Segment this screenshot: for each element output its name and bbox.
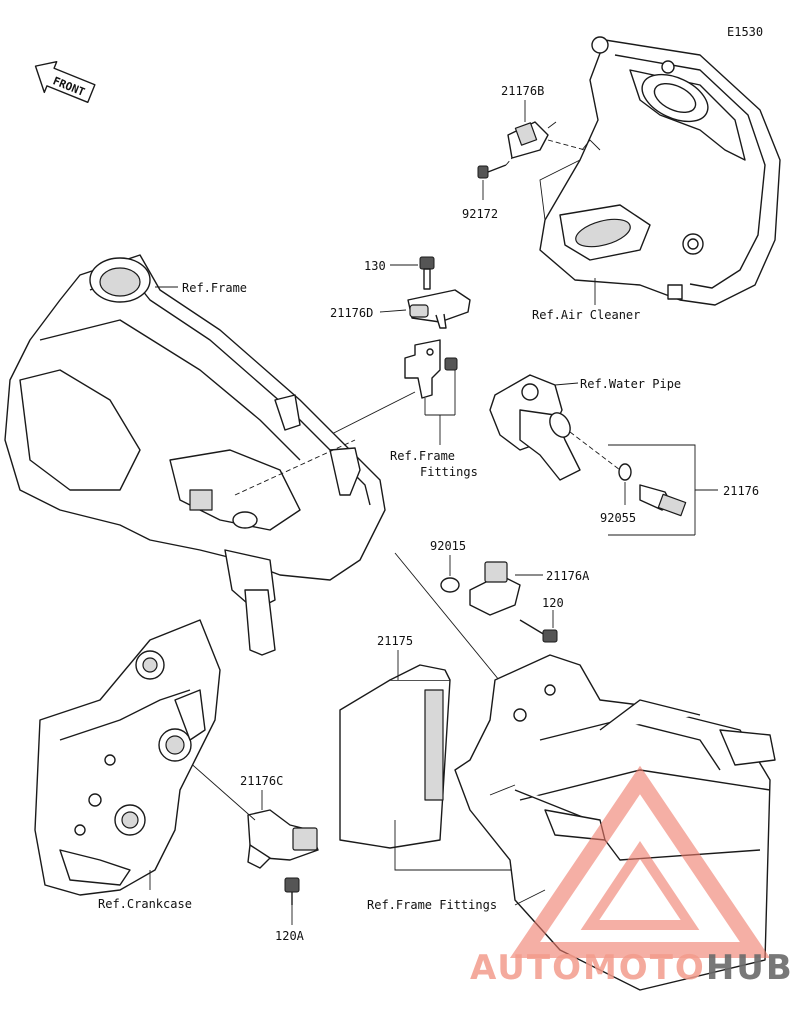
callout-21175: 21175 [377,634,413,648]
callout-ref-frame-fittings-bottom: Ref.Frame Fittings [367,898,497,912]
bolt-130: 130 [364,256,435,290]
sensor-21176A: 21176A [394,552,590,731]
water-pipe: Ref.Water Pipe [489,374,681,481]
ecu-21175: 21175 [339,634,521,871]
callout-21176C: 21176C [240,774,283,788]
o-ring-92055: 92055 [600,463,636,525]
watermark-part-1: AUTOMOTO [470,948,706,988]
callout-92015: 92015 [430,539,466,553]
bracket: Ref.Frame Fittings [309,339,478,479]
watermark-logo-icon [509,765,771,958]
sensor-21176B: 21176B [501,84,586,159]
sensor-21176: 21176 [608,444,759,536]
sensor-21176D: 21176D [330,289,471,329]
bolt-120A: 120A [275,877,305,943]
callout-92172: 92172 [462,207,498,221]
callout-120A: 120A [275,929,305,943]
callout-130: 130 [364,259,386,273]
callout-21176: 21176 [723,484,759,498]
bolt-120: 120 [519,596,564,643]
callout-120: 120 [542,596,564,610]
diagram-code: E1530 [727,25,763,39]
collar-92015: 92015 [430,539,466,593]
callout-ref-air-cleaner: Ref.Air Cleaner [532,308,640,322]
callout-ref-water-pipe: Ref.Water Pipe [580,377,681,391]
callout-ref-frame-fittings-2: Fittings [420,465,478,479]
callout-ref-frame: Ref.Frame [182,281,247,295]
callout-ref-frame-fittings-1: Ref.Frame [390,449,455,463]
callout-92055: 92055 [600,511,636,525]
watermark-part-2: HUB [705,948,794,988]
air-cleaner-housing [539,36,781,306]
watermark-text: AUTOMOTOHUB [470,948,800,988]
front-arrow-icon: FRONT [34,61,96,104]
motorcycle-frame: Ref.Frame [4,254,386,656]
crankcase: Ref.Crankcase [34,619,221,911]
callout-21176D: 21176D [330,306,373,320]
callout-21176B: 21176B [501,84,544,98]
callout-ref-crankcase: Ref.Crankcase [98,897,192,911]
screw-92172: 92172 [462,157,513,221]
callout-21176A: 21176A [546,569,590,583]
sensor-21176C: 21176C [169,744,319,869]
